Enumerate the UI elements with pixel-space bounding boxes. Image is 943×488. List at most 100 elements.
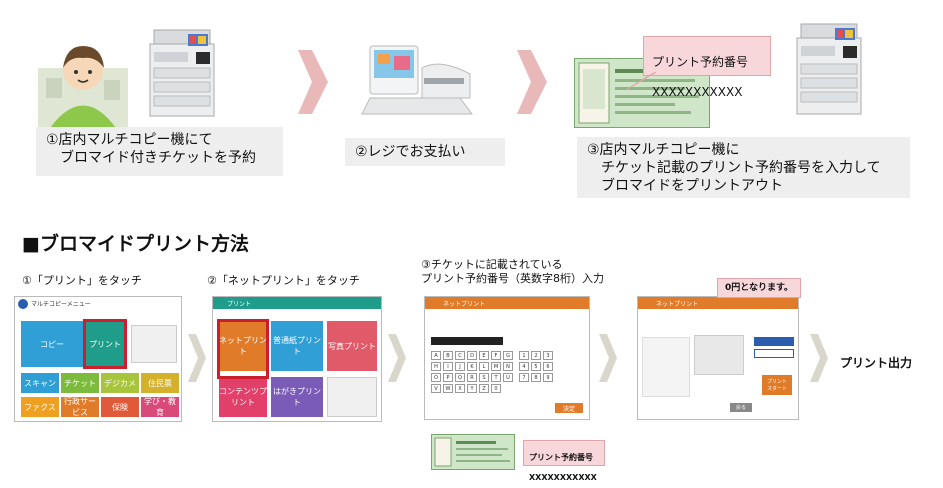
keypad-key[interactable]: N — [503, 362, 513, 371]
person-illustration — [38, 28, 128, 128]
keypad-key[interactable]: O — [431, 373, 441, 382]
flow-arrow — [517, 50, 547, 114]
final-label: プリント出力 — [840, 356, 913, 370]
keypad-key[interactable]: Z — [479, 384, 489, 393]
input-field[interactable] — [431, 337, 503, 345]
keypad-key[interactable]: 8 — [531, 373, 541, 382]
keypad-key[interactable]: M — [491, 362, 501, 371]
tile-net-print[interactable]: ネットプリント — [219, 321, 267, 371]
tile-print[interactable]: プリント — [85, 321, 125, 367]
screen-print-menu: プリント ネットプリント 普通紙プリント 写真プリント コンテンツプリント はが… — [212, 296, 382, 422]
tile-plain-print[interactable]: 普通紙プリント — [271, 321, 323, 371]
ticket-illustration — [431, 434, 515, 470]
print-preview-illustration — [694, 335, 744, 375]
bottom-reservation-callout: プリント予約番号 XXXXXXXXXXX — [523, 440, 605, 482]
keypad-key[interactable]: Y — [467, 384, 477, 393]
keypad-key[interactable]: E — [479, 351, 489, 360]
screen-header: プリント — [227, 301, 252, 308]
keypad-key[interactable]: 9 — [543, 373, 553, 382]
keypad-key[interactable]: H — [431, 362, 441, 371]
tile-ticket[interactable]: チケット — [61, 373, 99, 393]
tile-fax[interactable]: ファクス — [21, 397, 59, 417]
keypad-key[interactable]: L — [479, 362, 489, 371]
header-bar — [213, 297, 381, 309]
keypad-key[interactable]: J — [455, 362, 465, 371]
keypad-key[interactable]: S — [479, 373, 489, 382]
tile-postcard-print[interactable]: はがきプリント — [271, 377, 323, 417]
step1-label: ①「プリント」をタッチ — [22, 274, 142, 287]
keypad-key[interactable]: X — [455, 384, 465, 393]
keypad-key[interactable]: D — [467, 351, 477, 360]
tile-resident[interactable]: 住民票 — [141, 373, 179, 393]
section-title: ■ブロマイドプリント方法 — [22, 233, 249, 255]
ok-button[interactable]: 決定 — [555, 403, 583, 413]
tile-content-print[interactable]: コンテンツプリント — [219, 377, 267, 417]
step-chevron — [810, 334, 828, 382]
keypad-key[interactable]: C — [455, 351, 465, 360]
step1-caption: ①店内マルチコピー機にて ブロマイド付きチケットを予約 — [36, 127, 283, 176]
tile-scan[interactable]: スキャン — [21, 373, 59, 393]
header-bar — [425, 297, 589, 309]
callout-pointer — [625, 71, 657, 92]
step-chevron — [188, 334, 206, 382]
screen-print-confirm: ネットプリント プリント スタート 戻る — [637, 296, 799, 420]
keypad-key[interactable]: 5 — [531, 362, 541, 371]
screen-header: マルチコピーメニュー — [31, 301, 91, 308]
keypad-key[interactable]: K — [467, 362, 477, 371]
tile-photo-print[interactable]: 写真プリント — [327, 321, 377, 371]
tile-insurance[interactable]: 保険 — [101, 397, 139, 417]
keypad-key[interactable]: F — [491, 351, 501, 360]
keypad-key[interactable]: T — [491, 373, 501, 382]
keypad-key[interactable]: 1 — [519, 351, 529, 360]
highlight-frame — [83, 319, 127, 369]
flow-arrow — [298, 50, 328, 114]
option-button[interactable] — [754, 349, 794, 358]
multi-copier-illustration — [795, 18, 867, 118]
option-button[interactable] — [754, 337, 794, 346]
callout-title: プリント予約番号 — [529, 453, 593, 462]
keypad-key[interactable]: B — [443, 351, 453, 360]
logo-icon — [18, 299, 28, 309]
keypad-key[interactable]: 3 — [543, 351, 553, 360]
tile-admin[interactable]: 行政サービス — [61, 397, 99, 417]
keypad-key[interactable]: U — [503, 373, 513, 382]
keypad-key[interactable]: Q — [455, 373, 465, 382]
price-callout: 0円となります。 — [717, 278, 801, 298]
screen-header: ネットプリント — [443, 301, 486, 308]
keypad-key[interactable]: R — [467, 373, 477, 382]
step-chevron — [599, 334, 617, 382]
keypad-key[interactable]: G — [503, 351, 513, 360]
step3-label: ③チケットに記載されている プリント予約番号（英数字8桁）入力 — [421, 258, 604, 285]
settings-panel — [642, 337, 690, 397]
header-bar — [638, 297, 798, 309]
keypad-key[interactable]: W — [443, 384, 453, 393]
keypad-key[interactable]: 2 — [531, 351, 541, 360]
keypad-key[interactable]: 4 — [519, 362, 529, 371]
ticket-reservation-callout: プリント予約番号 XXXXXXXXXXX — [643, 36, 771, 99]
screen-multicopy-menu: マルチコピーメニュー コピー プリント スキャン チケット デジカメ 住民票 フ… — [14, 296, 182, 422]
callout-number: XXXXXXXXXXX — [652, 85, 743, 99]
back-button[interactable]: 戻る — [730, 403, 752, 412]
multi-copier-illustration — [148, 24, 220, 120]
cash-register-illustration — [360, 38, 480, 120]
qr-reader-illustration — [327, 377, 377, 417]
tile-copy[interactable]: コピー — [21, 321, 83, 367]
keypad-key[interactable]: 7 — [519, 373, 529, 382]
step2-label: ②「ネットプリント」をタッチ — [207, 274, 360, 287]
print-start-button[interactable]: プリント スタート — [762, 375, 792, 395]
callout-number: XXXXXXXXXXX — [529, 473, 597, 482]
keypad-key[interactable]: V — [431, 384, 441, 393]
keypad-key[interactable]: 6 — [543, 362, 553, 371]
keypad-key[interactable]: P — [443, 373, 453, 382]
step-chevron — [388, 334, 406, 382]
tile-education[interactable]: 学び・教育 — [141, 397, 179, 417]
step3-caption: ③店内マルチコピー機に チケット記載のプリント予約番号を入力して ブロマイドをプ… — [577, 137, 910, 198]
keypad-key[interactable]: 0 — [491, 384, 501, 393]
step2-caption: ②レジでお支払い — [345, 138, 505, 166]
keypad-key[interactable]: I — [443, 362, 453, 371]
callout-title: プリント予約番号 — [652, 55, 749, 69]
keypad-key[interactable]: A — [431, 351, 441, 360]
tile-digicam[interactable]: デジカメ — [101, 373, 139, 393]
